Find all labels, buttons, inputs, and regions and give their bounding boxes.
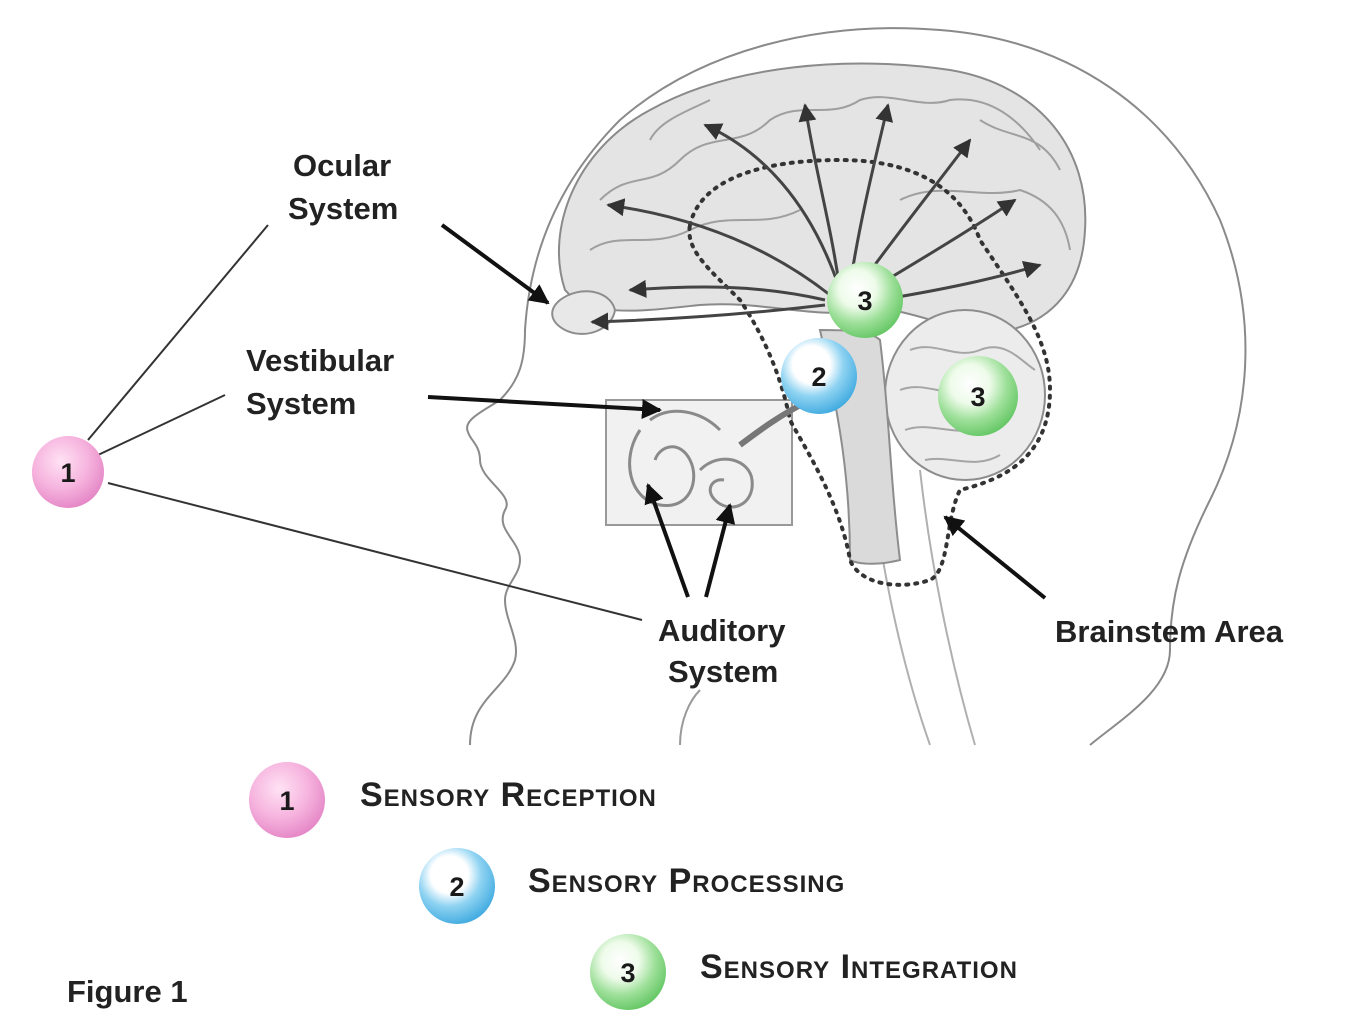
legend-badge-reception: 1	[279, 786, 294, 816]
badge-reception-main: 1	[32, 436, 104, 508]
label-auditory-line1: Auditory	[658, 613, 786, 648]
legend-badge-processing: 2	[449, 872, 464, 902]
neck-line	[680, 690, 700, 745]
legend: 1 Sensory Reception 2 Sensory Processing…	[249, 762, 1018, 1010]
label-vestibular-line1: Vestibular	[246, 343, 394, 378]
label-ocular-line1: Ocular	[293, 148, 391, 183]
badge-integration-number: 3	[857, 286, 872, 316]
label-brainstem-area: Brainstem Area	[1055, 614, 1284, 649]
badge-integration-cerebellum: 3	[938, 356, 1018, 436]
figure-caption: Figure 1	[67, 974, 188, 1009]
legend-badge-integration: 3	[620, 958, 635, 988]
legend-item-reception: 1 Sensory Reception	[249, 762, 657, 838]
badge-reception-number: 1	[60, 458, 75, 488]
badge-integration-cerebellum-number: 3	[970, 382, 985, 412]
label-vestibular-line2: System	[246, 386, 356, 421]
badge-processing-main: 2	[781, 338, 857, 414]
legend-label-processing: Sensory Processing	[528, 862, 845, 900]
reception-leaders	[88, 225, 642, 620]
legend-item-processing: 2 Sensory Processing	[419, 848, 845, 924]
label-ocular-line2: System	[288, 191, 398, 226]
legend-label-integration: Sensory Integration	[700, 948, 1018, 986]
legend-item-integration: 3 Sensory Integration	[590, 934, 1018, 1010]
badge-processing-number: 2	[811, 362, 826, 392]
eye	[552, 291, 615, 334]
badge-integration-main: 3	[827, 262, 903, 338]
label-auditory-line2: System	[668, 654, 778, 689]
inner-ear-box	[606, 400, 792, 525]
legend-label-reception: Sensory Reception	[360, 776, 657, 814]
